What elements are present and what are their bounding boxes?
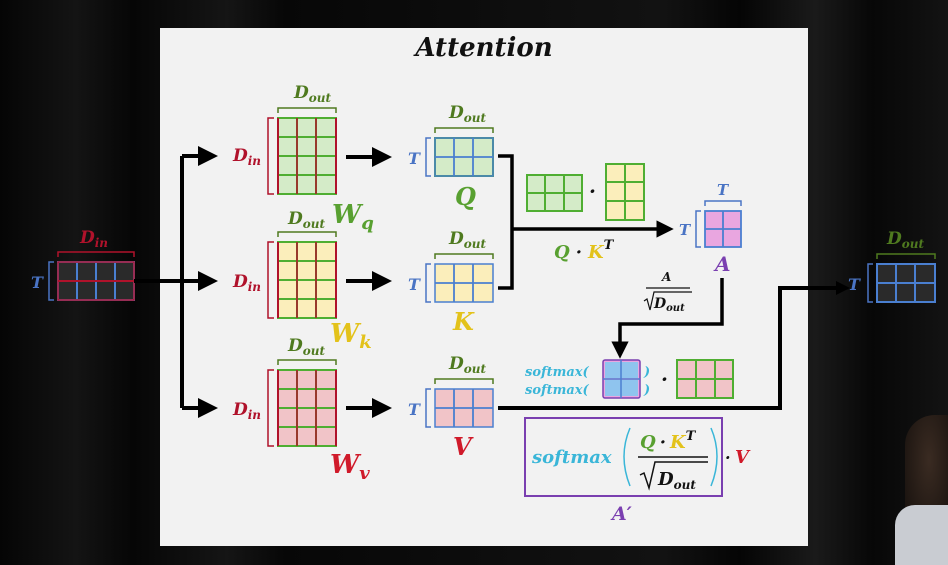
wk-dout-label: Dout [287, 209, 325, 231]
wk-din-label: Din [232, 272, 261, 294]
v-dout-label: Dout [448, 354, 486, 376]
qkt-q-matrix [526, 174, 583, 212]
softmax-close-1: ) [643, 365, 650, 380]
wq-din-label: Din [232, 146, 261, 168]
slide-panel: Attention Dout Din Wq Dout Din Wk [135, 28, 835, 546]
k-matrix [425, 253, 494, 303]
weight-to-qkv-arrows [346, 147, 392, 418]
a-matrix [695, 200, 742, 248]
presenter-shirt [895, 505, 948, 565]
formula-box: softmax Q·KT Dout · V [524, 417, 751, 497]
softmax-label-2: softmax( [525, 383, 590, 398]
q-matrix [425, 127, 494, 177]
input-branch-arrows [135, 146, 218, 418]
wq-matrix [267, 107, 337, 195]
v-label: V [453, 432, 474, 461]
attention-diagram: Attention Dout Din Wq Dout Din Wk [135, 33, 835, 525]
qkt-kt-matrix [605, 163, 645, 221]
v-t-label: T [408, 400, 421, 419]
input-t-label: T [31, 273, 44, 292]
output-t-label: T [848, 275, 861, 294]
svg-text:A: A [661, 270, 671, 284]
qkt-dot: · [589, 179, 596, 203]
q-dout-label: Dout [448, 103, 486, 125]
q-label: Q [455, 182, 476, 211]
wk-label: Wk [330, 319, 372, 353]
svg-text:·: · [725, 448, 731, 467]
v-matrix [425, 378, 494, 428]
scale-fraction: A Dout [643, 270, 692, 314]
a-t-top-label: T [717, 181, 730, 199]
softmax-label-1: softmax( [525, 365, 590, 380]
input-din-label: Din [79, 228, 108, 250]
wk-matrix [267, 231, 337, 319]
wq-dout-label: Dout [293, 83, 331, 105]
svg-text:V: V [735, 447, 751, 468]
a-prime-label: A′ [610, 503, 632, 525]
page-title: Attention [412, 33, 552, 63]
input-matrix-area: Din T [31, 228, 160, 301]
a-label: A [713, 252, 731, 276]
wv-label: Wv [330, 450, 370, 484]
svg-text:softmax: softmax [531, 447, 612, 468]
softmax-a-matrix [602, 359, 641, 399]
a-scale-arrow [611, 278, 724, 359]
q-t-label: T [408, 149, 421, 168]
svg-text:Dout: Dout [653, 296, 685, 314]
wv-dout-label: Dout [287, 336, 325, 358]
wv-din-label: Din [232, 400, 261, 422]
k-dout-label: Dout [448, 229, 486, 251]
qk-merge-arrow [498, 154, 674, 290]
wv-matrix [267, 359, 337, 447]
softmax-dot: · [661, 367, 668, 391]
softmax-close-2: ) [643, 383, 650, 398]
qkt-label: Q·KT [554, 238, 615, 263]
k-t-label: T [408, 275, 421, 294]
svg-text:Dout: Dout [657, 469, 696, 492]
wq-label: Wq [332, 200, 374, 234]
a-t-left-label: T [679, 221, 692, 239]
output-dout-label: Dout [886, 229, 924, 251]
k-label: K [452, 307, 475, 336]
softmax-v-matrix [676, 359, 734, 399]
v-output-arrow [498, 278, 835, 410]
svg-text:Q·KT: Q·KT [640, 429, 697, 453]
